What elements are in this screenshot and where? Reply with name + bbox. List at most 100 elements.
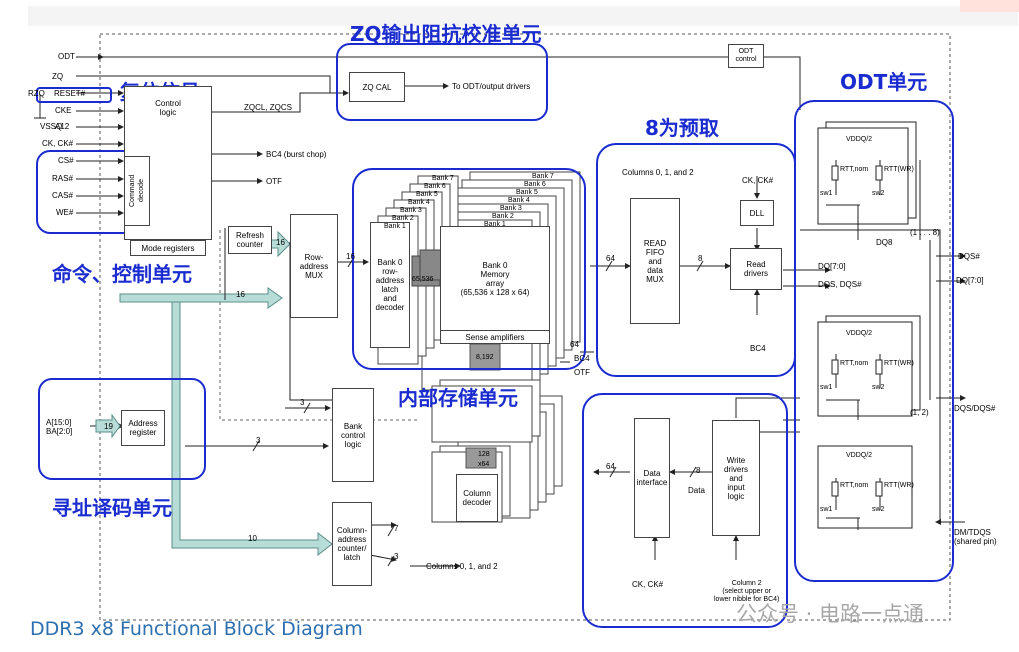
n64c-label: 64 — [606, 462, 615, 471]
ring-mem — [352, 168, 586, 370]
row-address-latch-block: Bank 0 row- address latch and decoder — [370, 222, 410, 348]
dqs-label: DQS, DQS# — [818, 280, 862, 289]
sw2-label-3: sw2 — [872, 506, 885, 513]
memory-array-block: Bank 0 Memory array (65,536 x 128 x 64) — [440, 226, 550, 332]
col012-label: Columns 0, 1, and 2 — [426, 562, 498, 571]
zq-cal-block: ZQ CAL — [349, 72, 405, 102]
sense-amplifiers-block: Sense amplifiers — [440, 330, 550, 344]
otf-label: OTF — [266, 177, 282, 186]
to-odt-label: To ODT/output drivers — [452, 82, 531, 91]
ring-addr — [38, 378, 206, 480]
ck-ck-write-label: CK, CK# — [632, 580, 664, 589]
ck-ck-read-label: CK, CK# — [742, 176, 774, 185]
otf2-label: OTF — [574, 368, 590, 377]
bank-control-logic-block: Bank control logic — [332, 388, 374, 482]
title-odt: ODT单元 — [840, 70, 928, 94]
bus-19-label: 19 — [104, 422, 113, 431]
bank-label: Bank 3 — [500, 205, 522, 212]
dm-tdqs-label: DM/TDQS (shared pin) — [954, 528, 997, 546]
n128-label: 128 — [478, 451, 490, 458]
dq8-label: DQ8 — [876, 238, 893, 247]
mode-registers-block: Mode registers — [130, 240, 206, 256]
bus-16-label: 16 — [276, 238, 285, 247]
pin-reset: RESET# — [54, 89, 86, 98]
n65536-label: 65,536 — [412, 276, 434, 283]
pin-ras: RAS# — [52, 174, 73, 183]
n8b-label: 8 — [696, 466, 701, 475]
bc4-burst-label: BC4 (burst chop) — [266, 150, 327, 159]
sw1-label: sw1 — [820, 190, 833, 197]
write-drivers-block: Write drivers and input logic — [712, 420, 760, 536]
range-1-8-label: (1 . . . 8) — [910, 228, 940, 237]
sw1-label-3: sw1 — [820, 506, 833, 513]
ring-odt — [794, 100, 954, 582]
diagram-caption: DDR3 x8 Functional Block Diagram — [30, 618, 363, 640]
dq70-label: DQ[7:0] — [818, 262, 846, 271]
rtt-nom-label: RTT,nom — [840, 166, 869, 173]
bank-label: Bank 5 — [416, 191, 438, 198]
bank-label: Bank 2 — [492, 213, 514, 220]
zqcl-label: ZQCL, ZQCS — [244, 103, 293, 112]
vddq-label: VDDQ/2 — [846, 136, 873, 143]
bus-3c-label: 3 — [394, 552, 399, 561]
column-address-counter-block: Column- address counter/ latch — [332, 502, 372, 586]
bus-16b-label: 16 — [236, 290, 245, 299]
pin-odt: ODT — [58, 52, 75, 61]
pin-cas: CAS# — [52, 191, 73, 200]
bank-label: Bank 6 — [524, 181, 546, 188]
pin-rzq: RZQ — [28, 89, 45, 98]
n64-label: 64 — [570, 340, 579, 349]
data-interface-block: Data interface — [634, 418, 670, 538]
title-mem: 内部存储单元 — [398, 386, 518, 410]
dll-block: DLL — [740, 200, 774, 226]
title-zq: ZQ输出阻抗校准单元 — [350, 22, 542, 46]
column2-label: Column 2 (select upper or lower nibble f… — [714, 580, 780, 603]
column-decoder-block: Column decoder — [456, 474, 498, 522]
title-addr: 寻址译码单元 — [52, 496, 172, 520]
rtt-nom-label-3: RTT,nom — [840, 482, 869, 489]
bus-3b-label: 3 — [256, 436, 261, 445]
pin-we: WE# — [56, 208, 74, 217]
col012b-label: Columns 0, 1, and 2 — [622, 168, 694, 177]
command-decode-block: Command decode — [124, 156, 150, 226]
rtt-wr-label: RTT(WR) — [884, 166, 914, 173]
dqs-dqs-label: DQS/DQS# — [954, 404, 996, 413]
ring-write — [582, 393, 788, 628]
bank-label: Bank 1 — [484, 221, 506, 228]
pin-addr: A[15:0] BA[2:0] — [46, 418, 73, 436]
bc4b-label: BC4 — [574, 354, 590, 363]
x64-label: x64 — [478, 461, 490, 468]
bank-label: Bank 4 — [508, 197, 530, 204]
bus-7-label: 7 — [394, 524, 399, 533]
odt-control-block: ODT control — [728, 44, 764, 68]
sw1-label-2: sw1 — [820, 384, 833, 391]
pin-zq: ZQ — [52, 72, 64, 81]
vddq-label-3: VDDQ/2 — [846, 452, 873, 459]
n8192-label: 8,192 — [476, 354, 494, 361]
dqs-pin-label: DQS# — [958, 252, 980, 261]
title-prefetch: 8为预取 — [645, 116, 719, 140]
pin-ck: CK, CK# — [42, 139, 74, 148]
bus-10-label: 10 — [248, 534, 257, 543]
row-address-mux-block: Row- address MUX — [290, 214, 338, 318]
data-label: Data — [688, 486, 705, 495]
rtt-wr-label-2: RTT(WR) — [884, 360, 914, 367]
title-cmd: 命令、控制单元 — [52, 262, 192, 286]
refresh-counter-block: Refresh counter — [228, 226, 272, 254]
bank-label: Bank 1 — [384, 223, 406, 230]
read-drivers-block: Read drivers — [730, 248, 782, 290]
watermark: 公众号 · 电路一点通 — [736, 602, 925, 626]
bank-label: Bank 3 — [400, 207, 422, 214]
read-fifo-block: READ FIFO and data MUX — [630, 198, 680, 324]
range-1-2-label: (1, 2) — [910, 408, 929, 417]
bank-label: Bank 2 — [392, 215, 414, 222]
bus-3-label: 3 — [300, 398, 305, 407]
address-register-block: Address register — [121, 410, 165, 446]
bank-label: Bank 7 — [432, 175, 454, 182]
bank-label: Bank 7 — [532, 173, 554, 180]
sw2-label: sw2 — [872, 190, 885, 197]
pin-cs: CS# — [58, 156, 74, 165]
bc4c-label: BC4 — [750, 344, 766, 353]
n8-label: 8 — [698, 254, 703, 263]
